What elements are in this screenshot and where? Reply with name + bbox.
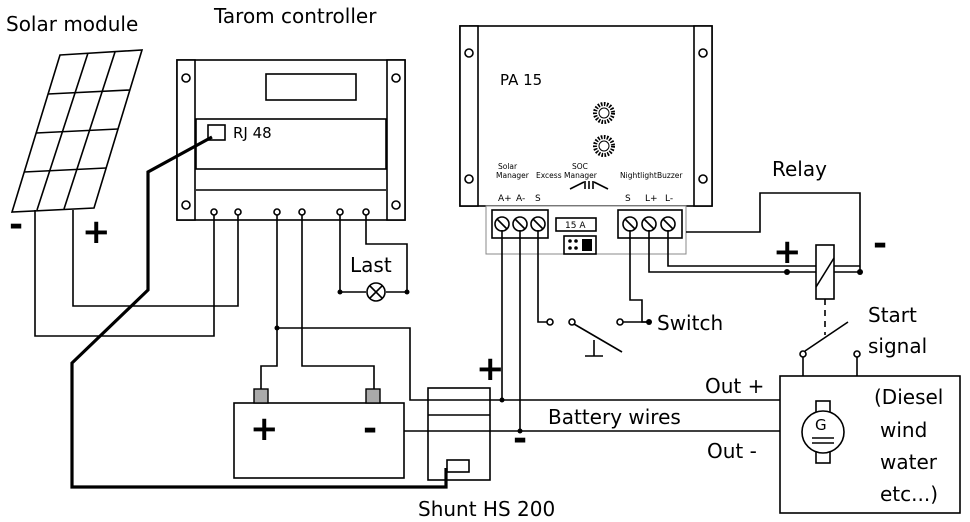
pin-label-l-plus: L+: [645, 194, 658, 204]
solar-module-label: Solar module: [6, 12, 138, 36]
pin-label-a-minus: A-: [516, 194, 525, 204]
solar-manager-label-1: Solar: [498, 162, 518, 171]
solar-minus-sign: -: [9, 205, 23, 245]
solar-plus-sign: +: [82, 212, 111, 252]
out-plus-label: Out +: [705, 374, 764, 398]
shunt-plus-sign: +: [476, 349, 505, 389]
relay-label: Relay: [772, 157, 827, 181]
relay-plus-sign: +: [773, 232, 802, 272]
pa15-label: PA 15: [500, 71, 542, 89]
relay-minus-sign: -: [873, 224, 887, 264]
buzzer-label: Buzzer: [657, 171, 683, 180]
pin-label-s2: S: [625, 194, 631, 204]
pa15-unit: PA 15 Solar Manager Excess SOC Manager N…: [459, 25, 713, 255]
battery-plus-sign: +: [250, 409, 279, 449]
pa15-knob-1: [593, 102, 615, 124]
pin-label-l-minus: L-: [665, 194, 673, 204]
start-signal-label-2: signal: [868, 334, 927, 358]
battery: + -: [233, 388, 405, 479]
generator-symbol: G: [815, 416, 827, 434]
wiring: [34, 135, 780, 489]
start-signal: Start signal: [799, 303, 927, 376]
soc-manager-label-2: Manager: [564, 171, 598, 180]
battery-wires-label: Battery wires: [548, 405, 681, 429]
pin-label-s1: S: [535, 194, 541, 204]
generator-text-4: etc...): [880, 482, 938, 506]
out-minus-label: Out -: [707, 439, 757, 463]
start-signal-label-1: Start: [868, 303, 917, 327]
last-label: Last: [350, 253, 392, 277]
pin-label-a-plus: A+: [498, 194, 512, 204]
pa15-knob-2: [593, 135, 615, 157]
pa15-pin-labels: A+ A- S S L+ L-: [498, 194, 673, 204]
generator-text-3: water: [880, 450, 938, 474]
pa15-terminal-block: 15 A: [485, 205, 687, 255]
excess-label: Excess: [536, 171, 562, 180]
relay: Relay + -: [648, 157, 887, 335]
controller-terminals: [210, 208, 370, 216]
rj48-label: RJ 48: [233, 124, 272, 142]
soc-manager-label-1: SOC: [572, 162, 588, 171]
battery-minus-sign: -: [363, 409, 377, 449]
generator-text-1: (Diesel: [874, 385, 943, 409]
fuse-label: 15 A: [565, 221, 586, 231]
tarom-controller: Tarom controller RJ 48: [176, 4, 406, 221]
generator-text-2: wind: [880, 418, 927, 442]
shunt: Shunt HS 200 + -: [418, 349, 555, 521]
solar-module: Solar module - +: [6, 12, 144, 252]
pa15-mode-labels: Solar Manager Excess SOC Manager Nightli…: [496, 162, 683, 190]
tarom-controller-label: Tarom controller: [213, 4, 377, 28]
load-lamp: Last: [337, 215, 410, 302]
pa15-switch: Switch: [537, 230, 723, 357]
generator: G (Diesel wind water etc...): [779, 375, 961, 514]
solar-manager-label-2: Manager: [496, 171, 530, 180]
nightlight-label: Nightlight: [620, 171, 657, 180]
switch-label: Switch: [657, 311, 723, 335]
shunt-label: Shunt HS 200: [418, 497, 555, 521]
shunt-minus-sign: -: [513, 419, 527, 459]
